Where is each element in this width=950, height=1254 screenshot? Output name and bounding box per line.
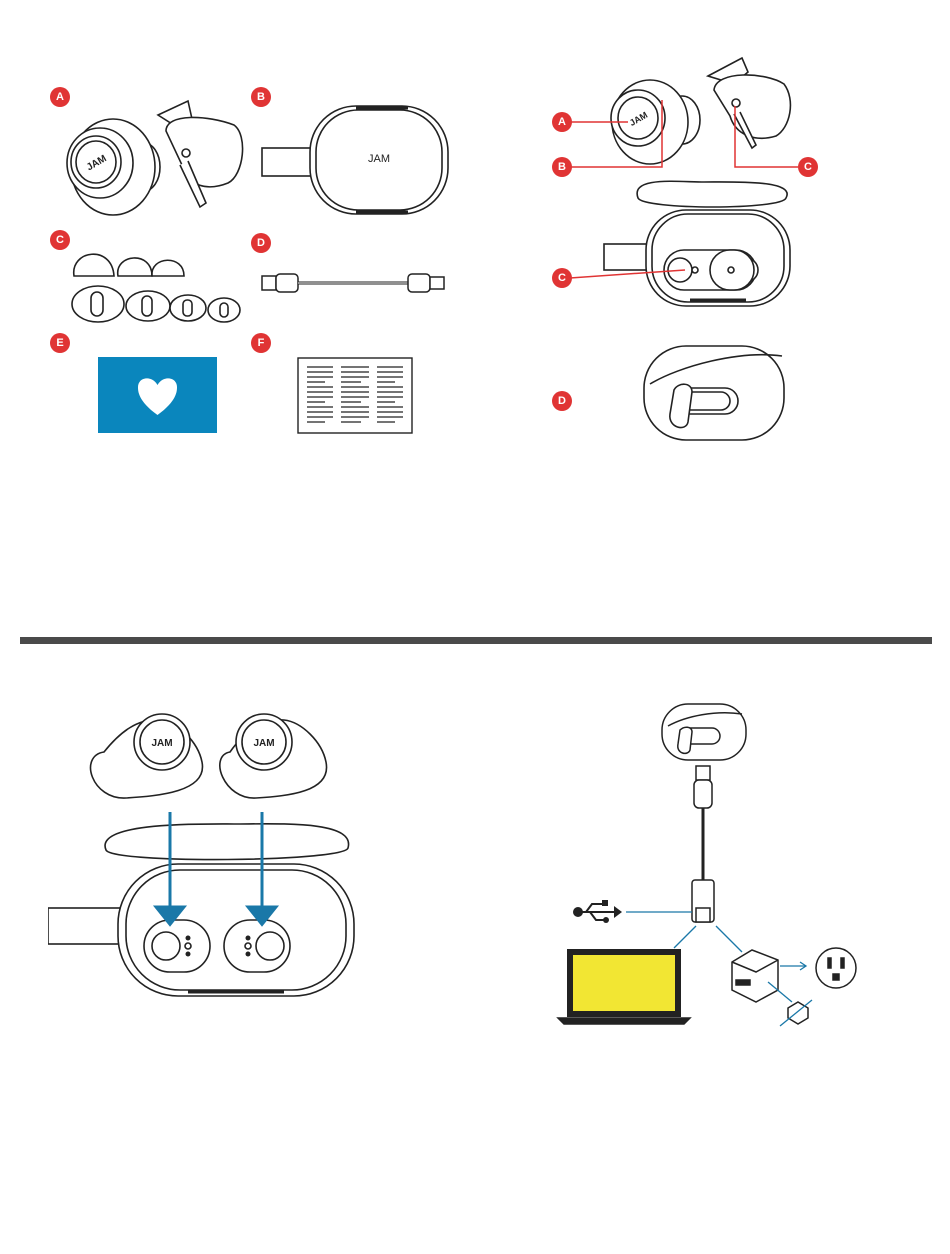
heart-card <box>98 357 217 433</box>
ear-tips-illustration <box>62 240 252 330</box>
heart-icon <box>98 357 217 433</box>
usb-cable-illustration <box>258 268 453 298</box>
badge-f: F <box>251 333 271 353</box>
usb-icon <box>573 900 622 923</box>
callout-badge-c-case: C <box>552 268 572 288</box>
instruction-sheet-illustration <box>297 357 413 434</box>
badge-e: E <box>50 333 70 353</box>
case-logo: JAM <box>368 153 390 165</box>
section-divider <box>20 637 932 644</box>
callout-badge-a: A <box>552 112 572 132</box>
callout-badge-d: D <box>552 391 572 411</box>
left-bud-logo: JAM <box>151 738 172 749</box>
right-bud-logo: JAM <box>253 738 274 749</box>
charging-diagram <box>556 700 866 1030</box>
parts-diagram: JAM <box>570 50 830 445</box>
callout-badge-b: B <box>552 157 572 177</box>
insert-earbuds-diagram: JAM JAM <box>48 712 368 1002</box>
earbuds-illustration: JAM <box>58 95 248 225</box>
badge-d: D <box>251 233 271 253</box>
charging-case-illustration: JAM <box>258 100 453 220</box>
